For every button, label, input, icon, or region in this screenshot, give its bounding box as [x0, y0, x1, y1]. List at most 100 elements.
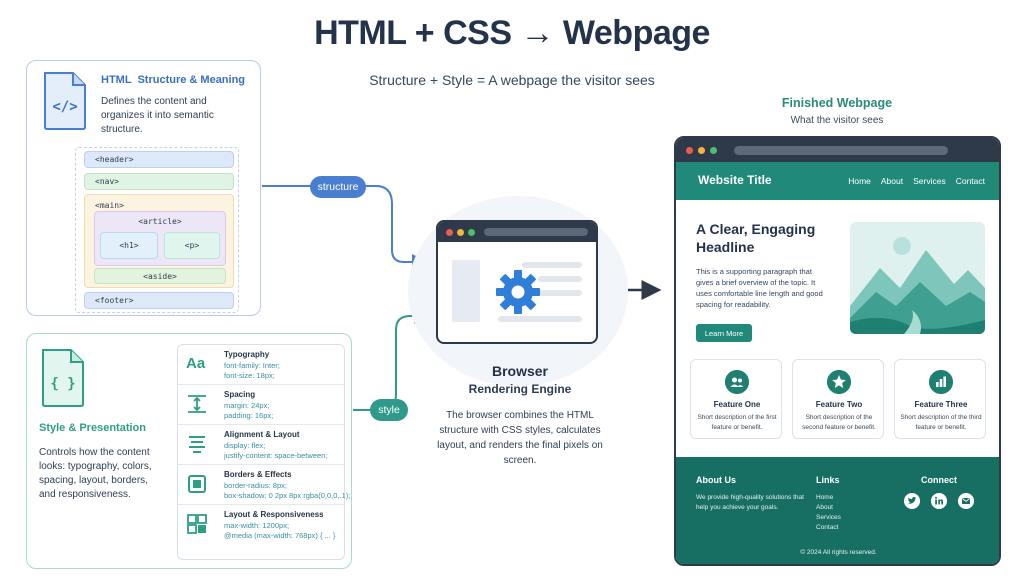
- footer-link-about[interactable]: About: [816, 504, 833, 511]
- footer-copyright: © 2024 All rights reserved.: [800, 549, 877, 556]
- html-structure-tree: <header> <nav> <main> <article> <h1> <p>…: [75, 147, 239, 313]
- feature-description: Short description of the third feature o…: [900, 414, 982, 431]
- email-icon[interactable]: [958, 493, 974, 509]
- diagram-title: HTML + CSS → Webpage: [314, 14, 710, 52]
- html-card-description: Defines the content and organizes it int…: [101, 96, 214, 135]
- style-arrow: [353, 308, 430, 411]
- prop-name: Typography: [224, 350, 270, 359]
- prop-spacing: Spacing margin: 24px; padding: 16px;: [178, 385, 344, 425]
- footer-links-title: Links: [816, 475, 840, 485]
- content-line: [498, 316, 582, 322]
- feature-description: Short description of the second feature …: [802, 414, 876, 431]
- tag-nav: <nav>: [84, 173, 234, 190]
- css-properties-list: Aa Typography font-family: Inter; font-s…: [177, 344, 350, 560]
- window-dot: [457, 229, 464, 236]
- prop-typography: Aa Typography font-family: Inter; font-s…: [178, 345, 344, 385]
- finished-webpage-mockup: Website Title Home About Services Contac…: [674, 136, 1001, 566]
- nav-link-contact[interactable]: Contact: [955, 176, 985, 186]
- tag-p: <p>: [164, 232, 220, 259]
- prop-responsive: Layout & Responsiveness max-width: 1200p…: [178, 505, 344, 545]
- browser-description: The browser combines the HTML structure …: [437, 410, 603, 466]
- footer-link-services[interactable]: Services: [816, 514, 841, 521]
- content-line: [538, 276, 582, 282]
- nav-link-services[interactable]: Services: [913, 176, 946, 186]
- finished-webpage-subtitle: What the visitor sees: [790, 115, 884, 126]
- html-card-title: HTML Structure & Meaning: [101, 74, 246, 86]
- bar-chart-icon: [929, 370, 953, 394]
- prop-line: display: flex;: [224, 441, 266, 450]
- svg-text:</>: </>: [52, 99, 77, 115]
- tag-header: <header>: [84, 151, 234, 168]
- prop-line: font-family: Inter;: [224, 361, 280, 370]
- browser-title: Browser: [491, 363, 549, 379]
- prop-name: Spacing: [224, 390, 256, 399]
- css-card: { } Style & Presentation Controls how th…: [26, 333, 352, 569]
- feature-description: Short description of the first feature o…: [697, 414, 777, 431]
- css-card-description: Controls how the content looks: typograp…: [39, 447, 152, 500]
- address-bar: [734, 146, 948, 155]
- responsive-layout-icon: [187, 514, 207, 534]
- browser-subtitle: Rendering Engine: [468, 382, 572, 396]
- gear-icon: [496, 270, 540, 314]
- diagram-subtitle: Structure + Style = A webpage the visito…: [369, 72, 655, 88]
- css-card-title: Style & Presentation: [39, 422, 146, 434]
- prop-borders: Borders & Effects border-radius: 8px; bo…: [178, 465, 350, 505]
- feature-title: Feature Two: [815, 400, 863, 409]
- alignment-icon: [189, 436, 205, 453]
- prop-line: max-width: 1200px;: [224, 521, 290, 530]
- window-dot: [468, 229, 475, 236]
- prop-line: box-shadow: 0 2px 8px rgba(0,0,0,.1);: [224, 491, 351, 500]
- prop-name: Borders & Effects: [224, 470, 292, 479]
- feature-title: Feature One: [713, 400, 761, 409]
- hero-headline: A Clear, Engaging Headline: [696, 221, 816, 255]
- footer-link-home[interactable]: Home: [816, 494, 834, 501]
- feature-card: Feature One Short description of the fir…: [690, 359, 782, 439]
- window-dot: [698, 147, 705, 154]
- users-icon: [725, 370, 749, 394]
- content-line: [538, 290, 582, 296]
- finished-webpage-title: Finished Webpage: [781, 96, 893, 110]
- footer-about-title: About Us: [696, 475, 736, 485]
- footer-about-text: We provide high-quality solutions that h…: [696, 494, 804, 511]
- prop-line: font-size: 18px;: [224, 371, 275, 380]
- nav-link-home[interactable]: Home: [848, 176, 871, 186]
- tag-footer: <footer>: [84, 292, 234, 309]
- borders-icon: [188, 475, 206, 493]
- nav-link-about[interactable]: About: [880, 176, 904, 186]
- linkedin-icon[interactable]: [931, 493, 947, 509]
- window-dot: [710, 147, 717, 154]
- mountain-landscape-image: [850, 222, 985, 334]
- site-title[interactable]: Website Title: [698, 173, 772, 187]
- footer-link-contact[interactable]: Contact: [816, 524, 839, 531]
- feature-card: Feature Three Short description of the t…: [894, 359, 986, 439]
- style-label: style: [370, 399, 408, 421]
- prop-line: @media (max-width: 768px) { ... }: [224, 531, 336, 540]
- structure-arrow: [262, 185, 428, 270]
- twitter-icon[interactable]: [904, 493, 920, 509]
- prop-line: justify-content: space-between;: [224, 451, 328, 460]
- html-card: </> HTML Structure & Meaning Defines the…: [26, 60, 261, 316]
- window-dot: [446, 229, 453, 236]
- prop-line: margin: 24px;: [224, 401, 270, 410]
- prop-line: padding: 16px;: [224, 411, 274, 420]
- star-icon: [827, 370, 851, 394]
- feature-card: Feature Two Short description of the sec…: [792, 359, 884, 439]
- code-file-icon: </>: [44, 72, 86, 130]
- content-line: [522, 262, 582, 268]
- prop-alignment: Alignment & Layout display: flex; justif…: [178, 425, 344, 465]
- tag-h1: <h1>: [100, 232, 158, 259]
- prop-line: border-radius: 8px;: [224, 481, 287, 490]
- content-block: [452, 260, 480, 322]
- learn-more-button[interactable]: Learn More: [696, 324, 752, 342]
- footer-connect-title: Connect: [921, 475, 957, 485]
- tag-aside: <aside>: [94, 268, 226, 284]
- window-dot: [686, 147, 693, 154]
- browser-window-illustration: [436, 220, 598, 344]
- site-nav-links: Home About Services Contact: [848, 176, 985, 186]
- feature-title: Feature Three: [914, 400, 968, 409]
- address-bar: [484, 228, 588, 236]
- spacing-icon: [188, 395, 206, 413]
- prop-name: Layout & Responsiveness: [224, 510, 324, 519]
- site-footer: About Us We provide high-quality solutio…: [676, 457, 999, 564]
